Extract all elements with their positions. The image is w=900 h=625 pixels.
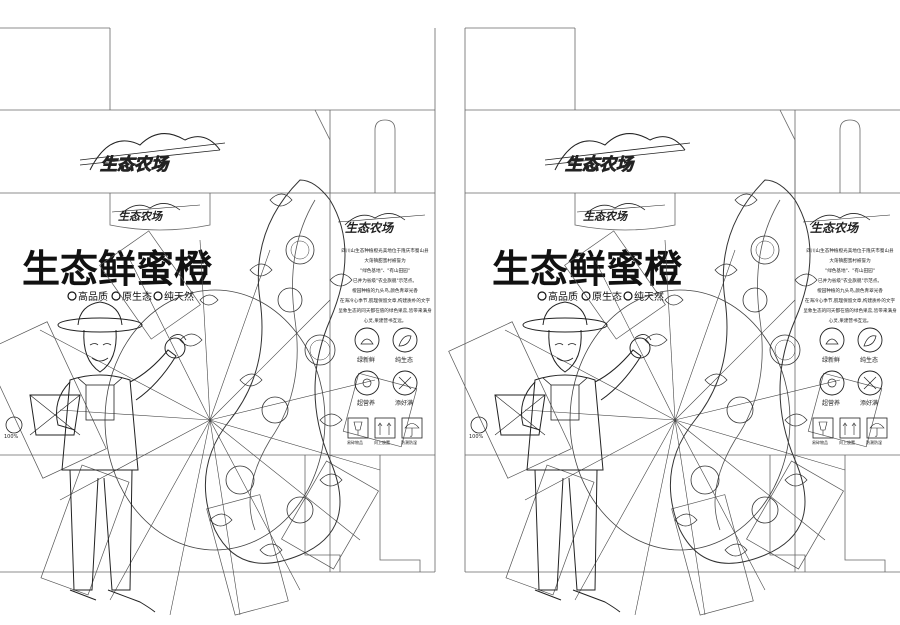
feature-bullet-icon <box>67 291 77 301</box>
this-way-up-icon <box>374 417 396 439</box>
feature-list: 高品质 原生态 纯天然 <box>67 290 194 303</box>
description-line: 橙园种植的九头鸟,颜色青翠光香 <box>352 287 418 294</box>
description-line: 大荡镇甜蜜村被誉为 <box>364 257 406 264</box>
leaf-icon <box>857 327 883 353</box>
quality-badge: 100% <box>4 416 23 440</box>
description-line: 橙园种植的九头鸟,颜色青翠光香 <box>817 287 883 294</box>
feature-bullet-icon <box>581 291 591 301</box>
icon-label: 超营养 <box>357 399 375 407</box>
description-line: 大荡镇甜蜜村被誉为 <box>829 257 871 264</box>
tab-brand-logo: 生态农场 <box>583 210 629 223</box>
badge-text: 100% <box>4 434 19 440</box>
fold-lines <box>464 27 900 573</box>
handling-label: 向上放置 <box>374 439 390 445</box>
description-line: 已并为省级"农业旗舰"示范点。 <box>353 277 417 284</box>
tab-logo: 生态农场 <box>576 203 666 223</box>
description-line: 在海冷心季节,肌理保留文章,构建质朴的文字 <box>805 297 896 304</box>
fragile-icon <box>347 417 369 439</box>
description-line: 心灵,果建营书互远。 <box>364 317 407 324</box>
description-line: 心灵,果建营书互远。 <box>829 317 872 324</box>
orange-vine-illustration <box>569 179 818 564</box>
description-line: 已并为省级"农业旗舰"示范点。 <box>818 277 882 284</box>
feature-bullet-icon <box>153 291 163 301</box>
handling-label: 易碎物品 <box>812 439 828 445</box>
description-line: 四川山生态种植橙光美地位于隆庆市蜀山县 <box>806 247 894 254</box>
feature-bullet-icon <box>111 291 121 301</box>
icon-label: 绿新鲜 <box>357 356 375 364</box>
dieline-panel-right: 生态农场 生态农场 生态鲜蜜橙 高品质 原生态 纯天然 100% 生态农场 <box>448 27 900 616</box>
handling-symbols: 易碎物品 向上放置 防潮防湿 <box>347 417 423 445</box>
fold-lines <box>0 27 436 573</box>
top-logo: 生态农场 <box>544 133 691 175</box>
description-block: 四川山生态种植橙光美地位于隆庆市蜀山县 大荡镇甜蜜村被誉为 "绿色基地"、"有山… <box>338 247 432 324</box>
icon-label: 添好满 <box>395 399 413 407</box>
side-logo: 生态农场 <box>802 213 891 235</box>
icon-label: 添好满 <box>860 399 878 407</box>
orange-vine-illustration <box>104 179 353 564</box>
handling-label: 防潮防湿 <box>401 439 417 445</box>
quality-badge: 100% <box>469 416 488 440</box>
feature-item: 高品质 <box>78 290 108 303</box>
utensils-icon <box>857 370 883 396</box>
keep-dry-icon <box>866 417 888 439</box>
feature-bullet-icon <box>537 291 547 301</box>
feature-item: 纯天然 <box>164 290 194 303</box>
side-brand-logo: 生态农场 <box>810 221 860 235</box>
farmer-illustration <box>29 301 187 613</box>
dieline-panel-left: 生态农场 生态农场 生态鲜蜜橙 高品质 原生态 纯天然 100% <box>0 27 436 616</box>
fresh-icon <box>819 327 845 353</box>
description-line: 四川山生态种植橙光美地位于隆庆市蜀山县 <box>341 247 429 254</box>
handling-symbols: 易碎物品 向上放置 防潮防湿 <box>812 417 888 445</box>
top-logo: 生态农场 <box>79 133 226 175</box>
icon-label: 绿新鲜 <box>822 356 840 364</box>
description-line: 呈象生态的同天都在值的绿色果蕊,皆带来满身 <box>338 307 432 314</box>
handling-label: 易碎物品 <box>347 439 363 445</box>
side-logo: 生态农场 <box>337 213 426 235</box>
icon-label: 纯生态 <box>395 356 413 364</box>
leaf-icon <box>392 327 418 353</box>
handling-label: 向上放置 <box>839 439 855 445</box>
feature-bullet-icon <box>623 291 633 301</box>
icon-label: 纯生态 <box>860 356 878 364</box>
egg-icon <box>354 370 380 396</box>
feature-icons: 绿新鲜 纯生态 超营养 添好满 <box>354 327 418 407</box>
utensils-icon <box>392 370 418 396</box>
feature-item: 高品质 <box>548 290 578 303</box>
product-title: 生态鲜蜜橙 <box>22 247 213 291</box>
description-line: "绿色基地"、"有山田园" <box>360 267 410 274</box>
tab-brand-logo: 生态农场 <box>118 210 164 223</box>
description-line: 在海冷心季节,肌理保留文章,构建质朴的文字 <box>340 297 431 304</box>
handling-label: 防潮防湿 <box>866 439 882 445</box>
egg-icon <box>819 370 845 396</box>
description-line: 呈象生态的同天都在值的绿色果蕊,皆带来满身 <box>803 307 897 314</box>
this-way-up-icon <box>839 417 861 439</box>
keep-dry-icon <box>401 417 423 439</box>
side-brand-logo: 生态农场 <box>345 221 395 235</box>
top-brand-logo: 生态农场 <box>100 155 170 175</box>
description-block: 四川山生态种植橙光美地位于隆庆市蜀山县 大荡镇甜蜜村被誉为 "绿色基地"、"有山… <box>803 247 897 324</box>
icon-label: 超营养 <box>822 399 840 407</box>
description-line: "绿色基地"、"有山田园" <box>825 267 875 274</box>
product-title: 生态鲜蜜橙 <box>492 247 683 291</box>
feature-item: 原生态 <box>122 290 152 303</box>
fragile-icon <box>812 417 834 439</box>
top-brand-logo: 生态农场 <box>565 155 635 175</box>
tab-logo: 生态农场 <box>111 203 201 223</box>
fresh-icon <box>354 327 380 353</box>
badge-text: 100% <box>469 434 484 440</box>
feature-item: 原生态 <box>592 290 622 303</box>
farmer-illustration <box>494 301 652 613</box>
feature-icons: 绿新鲜 纯生态 超营养 添好满 <box>819 327 883 407</box>
